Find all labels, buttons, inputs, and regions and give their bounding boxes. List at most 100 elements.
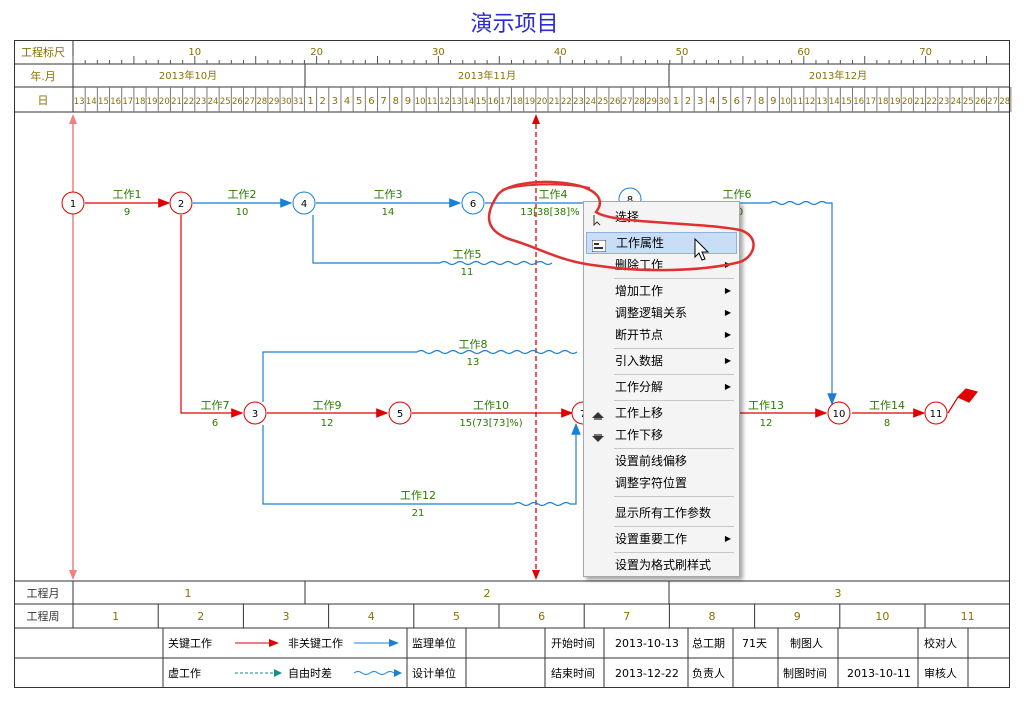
day-cell: 6	[368, 96, 374, 107]
task-name: 工作2	[228, 188, 257, 201]
menu-item-frontline-offset-label: 设置前线偏移	[615, 454, 688, 468]
draw-time-value: 2013-10-11	[847, 667, 911, 680]
day-cell: 21	[171, 97, 182, 107]
task-duration: 21	[412, 508, 425, 519]
menu-item-adjust-logic[interactable]: 调整逻辑关系 ▶	[586, 302, 737, 324]
menu-separator	[614, 496, 734, 497]
node-11[interactable]: 11	[924, 401, 948, 425]
menu-item-import-data[interactable]: 引入数据 ▶	[586, 350, 737, 372]
task-duration: 11	[461, 267, 474, 278]
menu-item-show-params[interactable]: 显示所有工作参数	[586, 502, 737, 524]
day-cell: 23	[938, 97, 949, 107]
menu-item-frontline-offset[interactable]: 设置前线偏移	[586, 450, 737, 472]
task-name: 工作12	[400, 489, 436, 502]
day-cell: 23	[573, 97, 584, 107]
day-cell: 27	[622, 97, 633, 107]
day-row-label: 日	[38, 94, 49, 107]
node-2[interactable]: 2	[169, 191, 193, 215]
move-up-icon	[591, 407, 605, 420]
day-cell: 25	[597, 97, 608, 107]
day-cell: 21	[914, 97, 925, 107]
menu-separator	[614, 348, 734, 349]
task-name: 工作5	[453, 248, 482, 261]
day-cell: 2	[685, 96, 691, 107]
menu-item-properties-label: 工作属性	[616, 236, 665, 250]
node-4[interactable]: 4	[292, 191, 316, 215]
day-cell: 29	[269, 97, 280, 107]
properties-icon	[591, 238, 607, 253]
node-5[interactable]: 5	[388, 401, 412, 425]
submenu-arrow-icon: ▶	[724, 534, 731, 543]
task-duration: 15(73[73]%)	[459, 418, 522, 429]
day-cell: 26	[975, 97, 986, 107]
svg-text:6: 6	[470, 199, 476, 210]
menu-item-add[interactable]: 增加工作 ▶	[586, 280, 737, 302]
menu-separator	[614, 278, 734, 279]
svg-text:11: 11	[930, 409, 943, 420]
menu-item-properties[interactable]: 工作属性	[586, 232, 737, 254]
svg-text:2: 2	[178, 199, 184, 210]
day-cell: 20	[537, 97, 548, 107]
month-nov: 2013年11月	[458, 69, 516, 82]
day-cell: 20	[159, 97, 170, 107]
menu-separator	[614, 526, 734, 527]
project-week: 10	[875, 610, 889, 623]
draw-time-label: 制图时间	[783, 667, 827, 680]
menu-item-adjust-char[interactable]: 调整字符位置	[586, 472, 737, 494]
project-week: 9	[794, 610, 801, 623]
month-dec: 2013年12月	[809, 69, 867, 82]
menu-item-break-node[interactable]: 断开节点 ▶	[586, 324, 737, 346]
day-cell: 18	[512, 97, 523, 107]
menu-item-format-brush[interactable]: 设置为格式刷样式	[586, 554, 737, 576]
node-1[interactable]: 1	[61, 191, 85, 215]
day-cell: 6	[734, 96, 740, 107]
day-cell: 3	[332, 96, 338, 107]
day-cell: 17	[865, 97, 876, 107]
menu-item-move-down[interactable]: 工作下移	[586, 424, 737, 446]
project-week: 6	[538, 610, 545, 623]
ruler-tick-label: 60	[797, 47, 810, 58]
day-cell: 19	[524, 97, 535, 107]
menu-item-select[interactable]: 选择	[586, 206, 737, 228]
menu-item-decompose-label: 工作分解	[615, 380, 664, 394]
node-3[interactable]: 3	[243, 401, 267, 425]
menu-item-adjust-char-label: 调整字符位置	[615, 476, 688, 490]
end-label: 结束时间	[551, 667, 595, 680]
menu-item-decompose[interactable]: 工作分解 ▶	[586, 376, 737, 398]
menu-item-delete-label: 删除工作	[615, 258, 664, 272]
day-cell: 22	[561, 97, 572, 107]
node-10[interactable]: 10	[827, 401, 851, 425]
project-month: 3	[835, 587, 842, 600]
svg-text:1: 1	[70, 199, 76, 210]
menu-item-adjust-logic-label: 调整逻辑关系	[615, 306, 688, 320]
day-cell: 1	[673, 96, 679, 107]
menu-item-set-important[interactable]: 设置重要工作 ▶	[586, 528, 737, 550]
day-cell: 24	[951, 97, 962, 107]
owner-label: 负责人	[692, 666, 725, 680]
node-6[interactable]: 6	[461, 191, 485, 215]
month-oct: 2013年10月	[159, 69, 217, 82]
day-cell: 27	[244, 97, 255, 107]
day-cell: 31	[293, 97, 304, 107]
menu-item-move-up[interactable]: 工作上移	[586, 402, 737, 424]
menu-separator	[614, 374, 734, 375]
day-cell: 12	[804, 97, 815, 107]
task-name: 工作9	[313, 399, 342, 412]
day-cell: 16	[488, 97, 499, 107]
context-menu: 选择 工作属性 删除工作 ▶ 增加工作 ▶ 调整逻辑关系 ▶ 断开节点 ▶ 引入…	[583, 201, 740, 577]
submenu-arrow-icon: ▶	[724, 330, 731, 339]
menu-item-break-node-label: 断开节点	[615, 328, 664, 342]
reviewer-label: 审核人	[924, 666, 957, 680]
task-name: 工作6	[723, 188, 752, 201]
svg-text:3: 3	[252, 409, 258, 420]
menu-item-move-up-label: 工作上移	[615, 406, 664, 420]
day-cell: 16	[110, 97, 121, 107]
task-duration: 10	[236, 207, 249, 218]
day-cell: 5	[721, 96, 727, 107]
project-week: 1	[112, 610, 119, 623]
day-cell: 13	[817, 97, 828, 107]
day-cell: 17	[500, 97, 511, 107]
menu-item-delete[interactable]: 删除工作 ▶	[586, 254, 737, 276]
menu-item-add-label: 增加工作	[615, 284, 664, 298]
